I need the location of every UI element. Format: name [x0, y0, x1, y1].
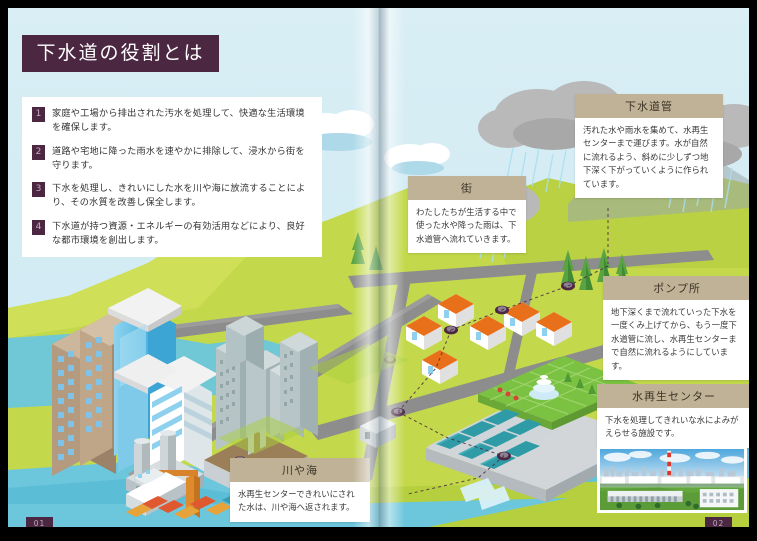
callout-heading: 街	[408, 176, 526, 200]
fountain	[529, 375, 559, 400]
page-number-left: 01	[26, 517, 53, 527]
city-buildings	[52, 288, 318, 478]
callout-body: 下水を処理してきれいな水によみがえらせる施設です。	[605, 415, 739, 439]
ship	[126, 468, 186, 516]
page-title: 下水道の役割とは	[36, 42, 205, 64]
callout-pump-station: ポンプ所 地下深くまで流れていった下水を一度くみ上げてから、もう一度下水道管に流…	[603, 276, 749, 381]
callout-body: 汚れた水や雨水を集めて、水再生センターまで運びます。水が自然に流れるよう、斜めに…	[583, 125, 709, 189]
list-item: 4 下水道が持つ資源・エネルギーの有効活用などにより、良好な都市環境を創出します…	[32, 219, 310, 249]
page-number-right-label: 02	[712, 519, 725, 527]
callout-body: わたしたちが生活する中で使った水や降った雨は、下水道管へ流れていきます。	[416, 207, 517, 244]
callout-water-reclamation-center: 水再生センター 下水を処理してきれいな水によみがえらせる施設です。	[597, 384, 749, 448]
list-item-number: 3	[32, 182, 45, 197]
callout-river-sea: 川や海 水再生センターできれいにされた水は、川や海へ返されます。	[230, 458, 370, 522]
houses	[406, 294, 572, 384]
list-item-number: 2	[32, 144, 45, 160]
list-item-number: 4	[32, 219, 45, 235]
list-item-text: 家庭や工場から排出された汚水を処理して、快適な生活環境を確保します。	[52, 108, 305, 134]
page-title-banner: 下水道の役割とは	[22, 35, 219, 72]
list-item-text: 道路や宅地に降った雨水を速やかに排除して、浸水から街を守ります。	[52, 145, 305, 171]
facility-photo	[600, 449, 744, 510]
facility-photo-frame	[597, 446, 747, 513]
list-item-text: 下水を処理し、きれいにした水を川や海に放流することにより、その水質を改善し保全し…	[52, 183, 306, 209]
outfall-water	[460, 478, 510, 510]
page-number-right: 02	[705, 517, 732, 527]
list-item: 1 家庭や工場から排出された汚水を処理して、快適な生活環境を確保します。	[32, 107, 310, 136]
callout-heading: 下水道管	[575, 94, 723, 118]
brochure-spread: 下水道の役割とは 1 家庭や工場から排出された汚水を処理して、快適な生活環境を確…	[8, 8, 749, 527]
list-item-number: 1	[32, 107, 45, 122]
callout-sewer-pipe: 下水道管 汚れた水や雨水を集めて、水再生センターまで運びます。水が自然に流れるよ…	[575, 94, 723, 199]
list-item: 2 道路や宅地に降った雨水を速やかに排除して、浸水から街を守ります。	[32, 144, 310, 174]
callout-body: 水再生センターできれいにされた水は、川や海へ返されます。	[238, 489, 355, 513]
callout-heading: 水再生センター	[597, 384, 749, 408]
page-number-left-label: 01	[33, 519, 46, 527]
callout-heading: ポンプ所	[603, 276, 749, 300]
list-item: 3 下水を処理し、きれいにした水を川や海に放流することにより、その水質を改善し保…	[32, 182, 310, 211]
roles-list-panel: 1 家庭や工場から排出された汚水を処理して、快適な生活環境を確保します。 2 道…	[22, 97, 322, 257]
list-item-text: 下水道が持つ資源・エネルギーの有効活用などにより、良好な都市環境を創出します。	[52, 220, 305, 246]
callout-body: 地下深くまで流れていった下水を一度くみ上げてから、もう一度下水道管に流し、水再生…	[611, 307, 737, 371]
callout-heading: 川や海	[230, 458, 370, 482]
callout-town: 街 わたしたちが生活する中で使った水や降った雨は、下水道管へ流れていきます。	[408, 176, 526, 254]
